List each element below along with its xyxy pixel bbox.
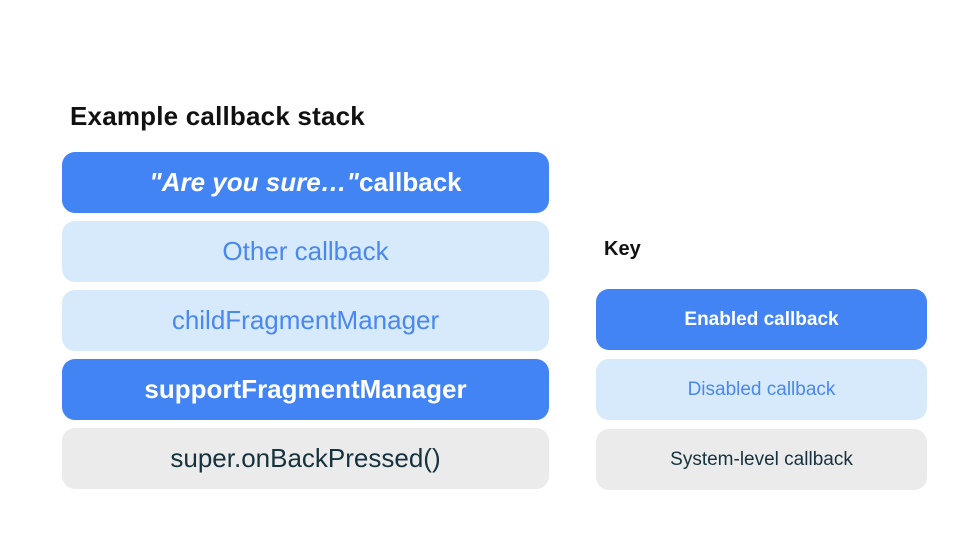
key-item-label: Disabled callback	[687, 378, 836, 400]
stack-item-label-quoted: "Are you sure…"	[149, 167, 359, 197]
callback-stack: "Are you sure…" callback Other callback …	[62, 152, 549, 489]
key-item-system-level-callback: System-level callback	[596, 429, 927, 490]
key-item-disabled-callback: Disabled callback	[596, 359, 927, 420]
key-item-enabled-callback: Enabled callback	[596, 289, 927, 350]
stack-item-super-onbackpressed: super.onBackPressed()	[62, 428, 549, 489]
key-heading: Key	[604, 238, 641, 260]
stack-item-are-you-sure-callback: "Are you sure…" callback	[62, 152, 549, 213]
stack-item-label: childFragmentManager	[171, 305, 440, 335]
stack-item-child-fragment-manager: childFragmentManager	[62, 290, 549, 351]
stack-item-other-callback: Other callback	[62, 221, 549, 282]
stack-item-support-fragment-manager: supportFragmentManager	[62, 359, 549, 420]
stack-item-label-suffix: callback	[358, 167, 462, 197]
diagram-title: Example callback stack	[70, 101, 365, 131]
stack-item-label: supportFragmentManager	[144, 374, 467, 404]
key-item-label: Enabled callback	[684, 308, 839, 330]
stack-item-label: super.onBackPressed()	[170, 443, 441, 473]
key-legend: Enabled callback Disabled callback Syste…	[596, 289, 927, 490]
key-item-label: System-level callback	[670, 448, 853, 470]
stack-item-label: Other callback	[222, 236, 389, 266]
